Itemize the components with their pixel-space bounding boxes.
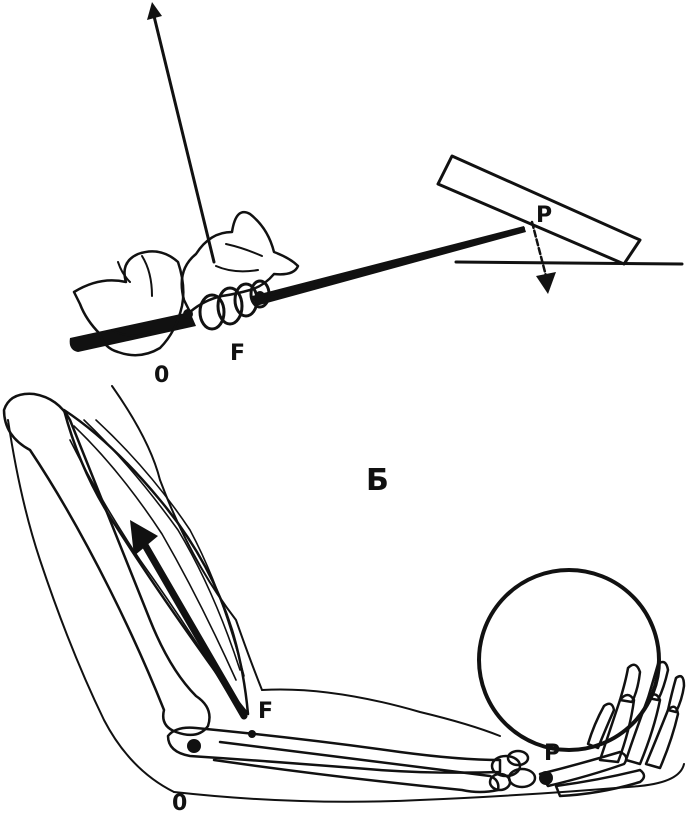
arm-illustration: F P 0 (2, 385, 686, 814)
arm-load-label: P (544, 741, 560, 766)
biceps-muscle (62, 408, 250, 716)
upward-force-arrow (147, 2, 216, 264)
arm-force-point (248, 730, 256, 738)
wrist-bones (488, 749, 537, 792)
arm-force-label: F (258, 699, 273, 724)
gripping-fingers (183, 279, 271, 331)
tool-handle (69, 312, 196, 352)
right-hand (180, 210, 300, 314)
arm-fulcrum-label: 0 (172, 791, 187, 814)
top-force-label: F (230, 341, 245, 366)
lever-rod (251, 226, 526, 306)
downward-load-arrow (530, 220, 556, 294)
arm-load-point (539, 771, 553, 785)
forearm-bones (166, 726, 502, 794)
hand-lever-illustration: 0 F P (69, 2, 684, 388)
humerus-bone (2, 392, 211, 737)
ball (477, 568, 661, 752)
arm-outline (7, 385, 685, 803)
left-hand (72, 250, 185, 357)
panel-label: Б (366, 463, 389, 498)
ground-line (454, 260, 684, 266)
muscle-force-arrow (130, 520, 248, 720)
top-force-point (255, 291, 265, 301)
top-fulcrum-point (183, 309, 193, 319)
arm-fulcrum-point (187, 739, 201, 753)
top-fulcrum-label: 0 (154, 363, 169, 388)
finger-bones (538, 660, 686, 798)
top-load-label: P (536, 203, 552, 228)
